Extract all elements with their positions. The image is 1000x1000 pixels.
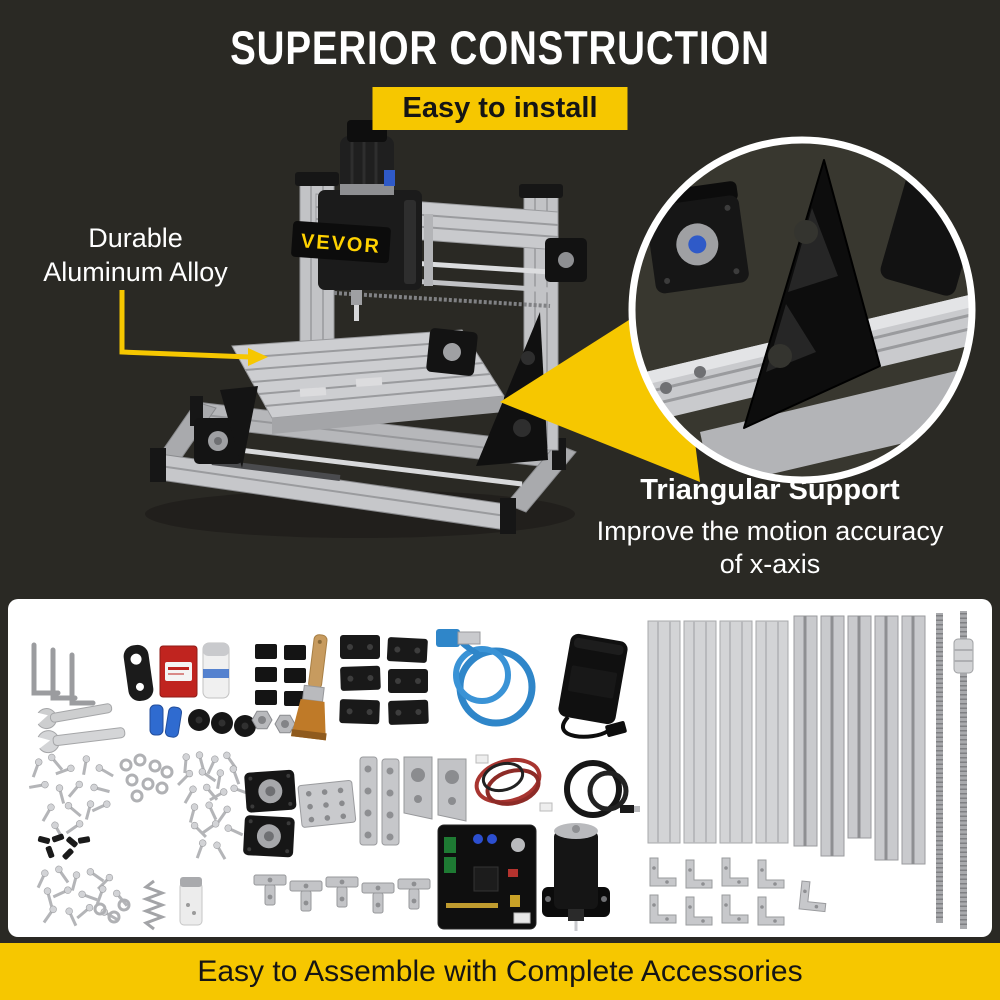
t-shaped-plates xyxy=(253,874,431,914)
accessories-photo xyxy=(27,611,974,931)
corner-brackets xyxy=(649,857,829,926)
callout-pointer-line xyxy=(119,290,268,366)
zoom-inset xyxy=(628,136,976,484)
callout-right-title: Triangular Support xyxy=(640,474,900,506)
power-cord-coil xyxy=(564,760,640,818)
angle-plates xyxy=(403,756,467,822)
triangular-support xyxy=(476,312,548,466)
brand-plate: VEVOR xyxy=(291,220,391,264)
usb-cable xyxy=(436,629,536,727)
bits-container xyxy=(202,642,230,699)
black-mounting-brackets xyxy=(339,635,429,725)
small-screws-and-nuts xyxy=(33,863,132,929)
cleaning-brush xyxy=(291,634,328,741)
engraving-bits-box xyxy=(159,645,198,698)
accessories-panel xyxy=(8,599,992,937)
easy-install-badge: Easy to install xyxy=(372,87,628,130)
footer-text: Easy to Assemble with Complete Accessori… xyxy=(197,954,803,988)
open-end-wrenches xyxy=(30,703,126,754)
triangular-bracket-closeup xyxy=(743,159,881,429)
plastic-spacers xyxy=(37,833,91,860)
callout-left-line1: Durable xyxy=(88,223,183,253)
durable-aluminum-callout: Durable Aluminum Alloy xyxy=(18,221,253,289)
eccentric-spanner xyxy=(123,644,154,701)
screws-pile-large xyxy=(174,749,252,863)
callout-right-line2: of x-axis xyxy=(719,549,821,579)
page-title: SUPERIOR CONSTRUCTION xyxy=(230,21,770,74)
blue-shaft-couplers xyxy=(149,704,183,738)
screws-pile xyxy=(27,751,117,843)
callout-left-line2: Aluminum Alloy xyxy=(43,257,228,287)
cnc-machine-photo: VEVOR xyxy=(145,120,587,538)
mounting-strips xyxy=(359,756,400,846)
stepper-motor-closeup xyxy=(643,181,749,294)
aluminum-frame-profiles xyxy=(793,615,926,865)
control-board xyxy=(437,824,537,930)
hex-nuts xyxy=(251,710,296,734)
callout-right-line1: Improve the motion accuracy xyxy=(596,516,944,546)
parts-vial xyxy=(179,877,203,926)
drilled-mounting-plate xyxy=(297,779,357,828)
aluminum-bed-slats xyxy=(647,620,789,844)
footer-banner: Easy to Assemble with Complete Accessori… xyxy=(0,943,1000,1000)
hex-key-set xyxy=(31,642,96,706)
power-adapter xyxy=(558,633,628,739)
rubber-pads xyxy=(255,644,306,706)
spindle-motor-with-mount xyxy=(542,823,610,931)
plastic-discs xyxy=(188,709,256,737)
stepper-motors xyxy=(242,769,297,858)
lead-screws xyxy=(936,611,974,929)
spindle-assembly: VEVOR xyxy=(291,120,433,321)
spring xyxy=(141,879,167,931)
stepper-motor-cables xyxy=(474,754,553,812)
triangular-support-callout: Triangular Support Improve the motion ac… xyxy=(555,474,985,581)
hero-scene: VEVOR xyxy=(119,120,976,538)
washers-pile xyxy=(119,753,174,803)
